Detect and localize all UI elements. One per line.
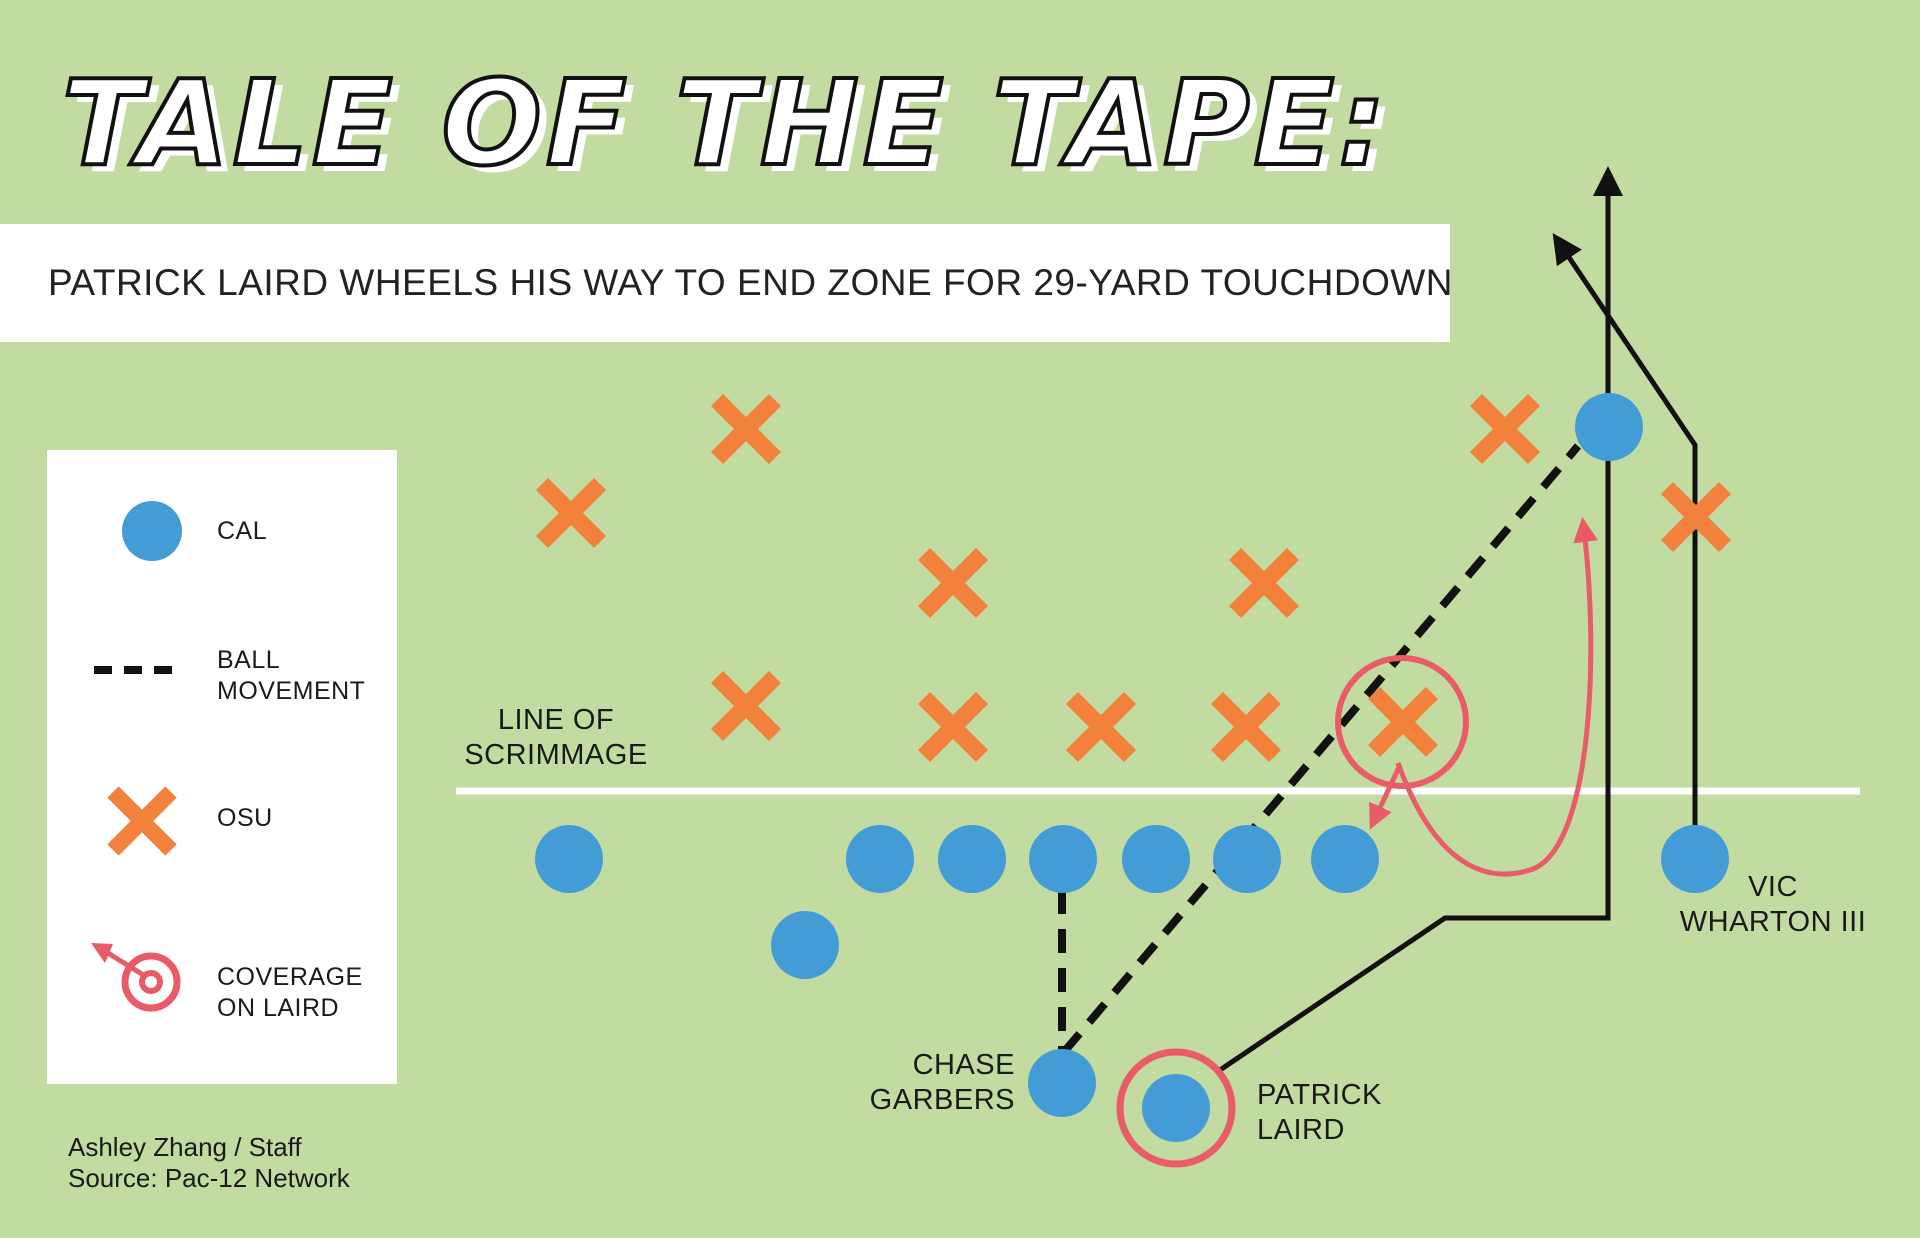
osu-defender [1660,481,1732,553]
osu-defender [710,393,782,465]
cal-player-laird [1142,1074,1210,1142]
osu-defender [1228,547,1300,619]
legend-symbols [91,501,182,1012]
cal-player [1213,825,1281,893]
coverage-circle-laird [1116,1048,1236,1168]
coverage-path [1395,517,1598,877]
cal-player [1311,825,1379,893]
osu-defender [710,670,782,742]
cal-player [938,825,1006,893]
legend-osu-label: OSU [217,804,273,832]
coverage-arrow-short [1369,763,1403,830]
cal-player [846,825,914,893]
credit-author: Ashley Zhang / Staff [68,1132,302,1162]
cal-player-wharton [1661,825,1729,893]
cal-player [1029,825,1097,893]
legend-coverage-icon [91,943,181,1012]
osu-defender [1065,691,1137,763]
wharton-route [1552,233,1698,860]
credits: Ashley Zhang / Staff Source: Pac-12 Netw… [68,1132,350,1194]
osu-defender [1367,686,1439,758]
coverage-circle-defender [1335,655,1469,789]
subtitle-bar: PATRICK LAIRD WHEELS HIS WAY TO END ZONE… [0,224,1453,342]
osu-defender [1469,393,1541,465]
cal-player [535,825,603,893]
legend-cal-label: CAL [217,517,268,545]
page-title: TALE OF THE TAPE: [60,54,1390,192]
legend-cal-icon [122,501,182,561]
osu-defender [917,691,989,763]
osu-defender [535,477,607,549]
laird-route [1218,166,1623,1073]
ball-pass [1060,443,1582,1055]
cal-player [771,911,839,979]
cal-player [1122,825,1190,893]
subtitle: PATRICK LAIRD WHEELS HIS WAY TO END ZONE… [48,262,1453,303]
legend-osu-icon [107,786,177,856]
osu-defender [917,547,989,619]
cal-player-receiver [1575,393,1643,461]
cal-player-garbers [1028,1049,1096,1117]
osu-defender [1210,691,1282,763]
credit-source: Source: Pac-12 Network [68,1163,350,1193]
